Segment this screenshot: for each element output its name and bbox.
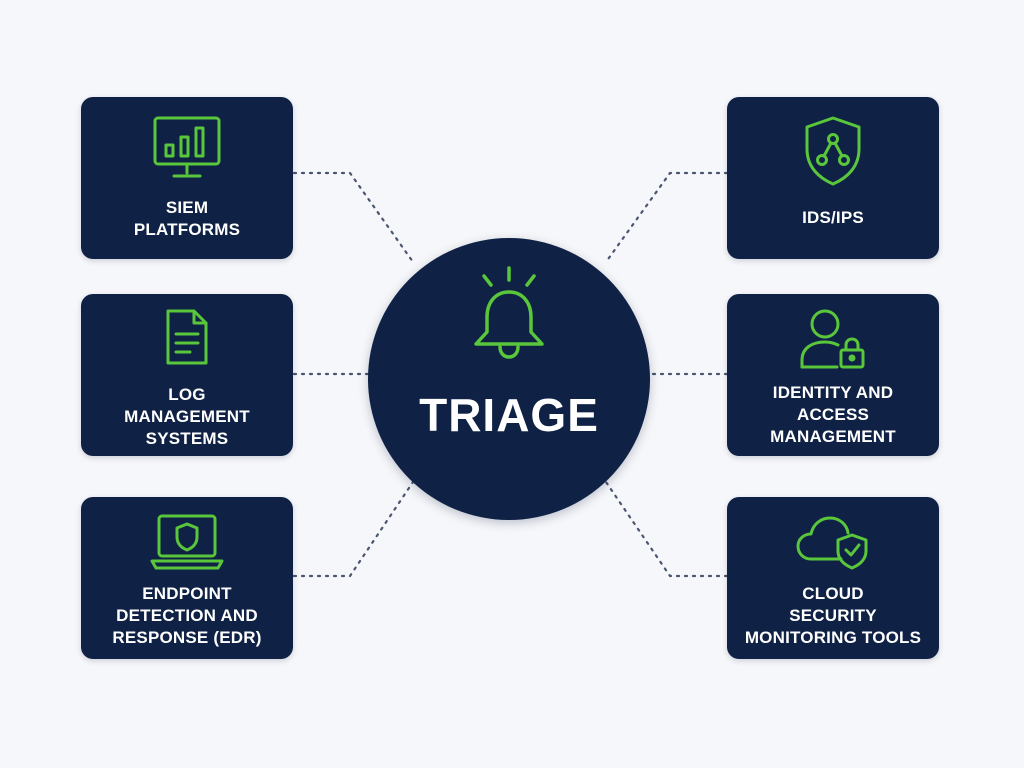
- hub-title: TRIAGE: [419, 389, 599, 441]
- card-label: LOG MANAGEMENT SYSTEMS: [89, 384, 285, 450]
- shield-network-icon: [805, 116, 861, 186]
- card-identity-access-management: IDENTITY AND ACCESS MANAGEMENT: [727, 294, 939, 456]
- label-line: ACCESS: [796, 405, 870, 424]
- card-endpoint-detection-response: ENDPOINT DETECTION AND RESPONSE (EDR): [81, 497, 293, 659]
- label-line: SYSTEMS: [145, 429, 229, 448]
- triage-hub: TRIAGE: [368, 238, 650, 520]
- label-line: MANAGEMENT: [124, 407, 250, 426]
- label-line: MANAGEMENT: [770, 427, 896, 446]
- label-line: SECURITY: [789, 606, 877, 625]
- card-label: CLOUD SECURITY MONITORING TOOLS: [735, 583, 931, 649]
- label-line: IDENTITY AND: [772, 383, 894, 402]
- connector-siem: [292, 171, 415, 264]
- label-line: CLOUD: [802, 584, 864, 603]
- label-line: SIEM: [165, 198, 209, 217]
- card-siem-platforms: SIEM PLATFORMS: [81, 97, 293, 259]
- user-lock-icon: [800, 309, 865, 369]
- label-line: LOG: [168, 385, 206, 404]
- label-line: MONITORING TOOLS: [744, 628, 922, 647]
- bell-icon: [474, 266, 544, 359]
- card-label: SIEM PLATFORMS: [89, 197, 285, 241]
- document-icon: [166, 309, 208, 365]
- label-line: IDS/IPS: [802, 208, 864, 227]
- label-line: RESPONSE (EDR): [112, 628, 262, 647]
- label-line: DETECTION AND: [116, 606, 258, 625]
- monitor-chart-icon: [153, 116, 221, 178]
- connector-ids: [604, 171, 729, 264]
- card-label: IDS/IPS: [735, 207, 931, 229]
- card-label: ENDPOINT DETECTION AND RESPONSE (EDR): [89, 583, 285, 649]
- card-label: IDENTITY AND ACCESS MANAGEMENT: [735, 382, 931, 448]
- connector-edr: [292, 480, 415, 578]
- card-ids-ips: IDS/IPS: [727, 97, 939, 259]
- cloud-shield-icon: [796, 516, 868, 570]
- card-log-management-systems: LOG MANAGEMENT SYSTEMS: [81, 294, 293, 456]
- card-cloud-security-monitoring: CLOUD SECURITY MONITORING TOOLS: [727, 497, 939, 659]
- laptop-shield-icon: [150, 514, 224, 570]
- label-line: PLATFORMS: [133, 220, 241, 239]
- connector-cloud: [604, 480, 729, 578]
- label-line: ENDPOINT: [142, 584, 232, 603]
